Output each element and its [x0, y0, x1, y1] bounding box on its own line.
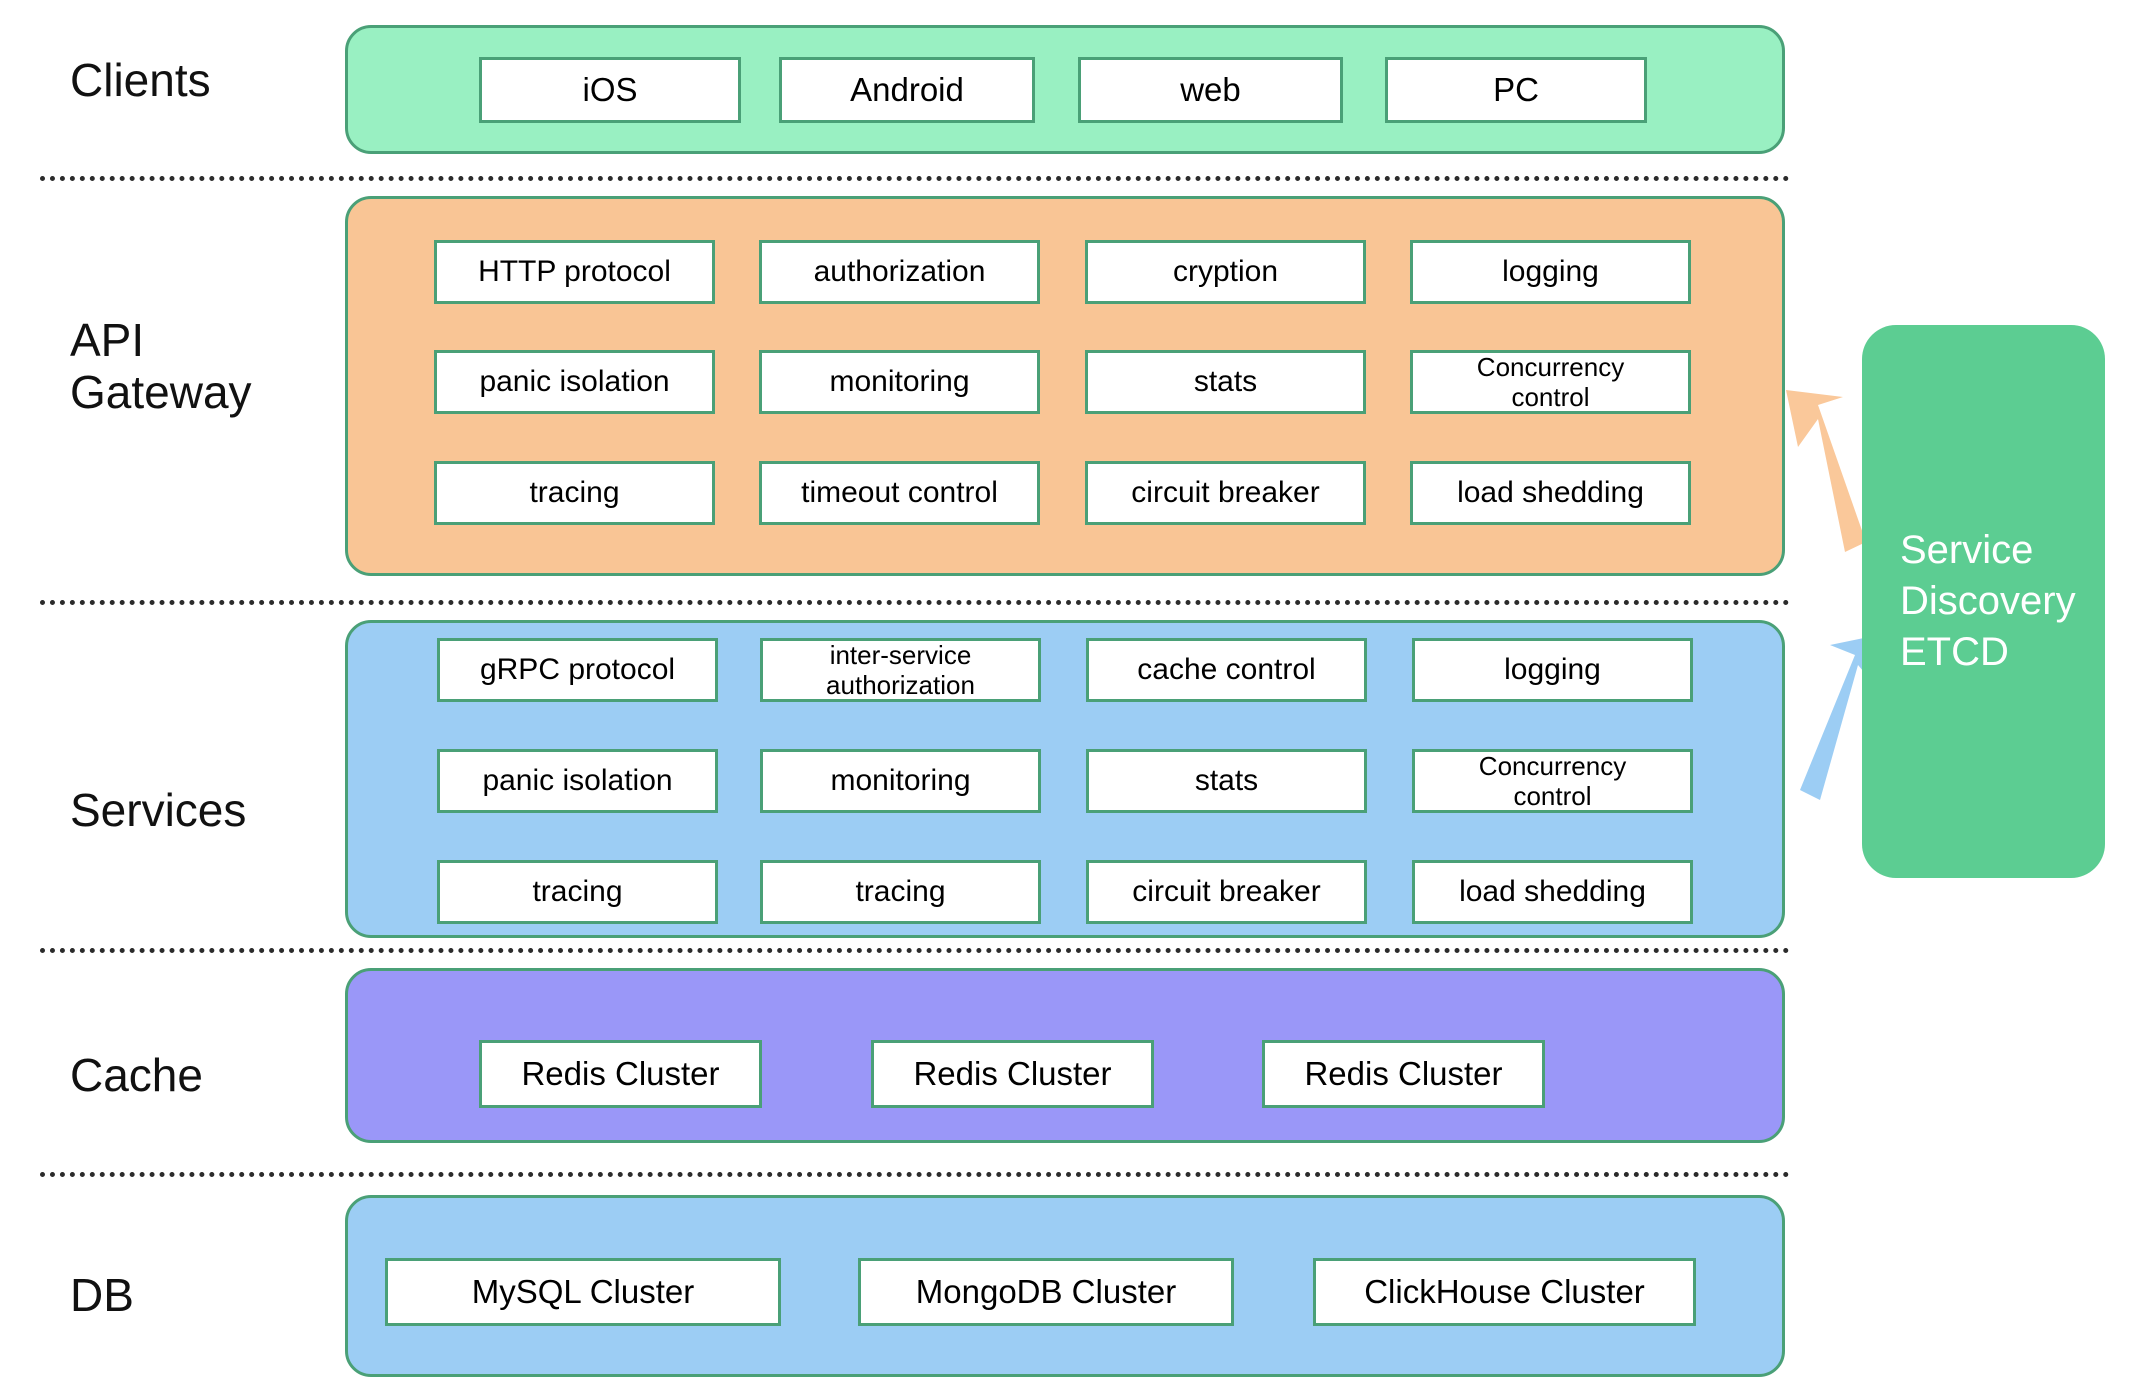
node-pc[interactable]: PC — [1385, 57, 1647, 123]
node-cryption[interactable]: cryption — [1085, 240, 1366, 304]
node-timeout-control[interactable]: timeout control — [759, 461, 1040, 525]
node-redis-cluster-2[interactable]: Redis Cluster — [871, 1040, 1154, 1108]
node-load-shedding-services[interactable]: load shedding — [1412, 860, 1693, 924]
separator-cache-db — [40, 1172, 1790, 1177]
separator-services-cache — [40, 948, 1790, 953]
node-logging-gateway[interactable]: logging — [1410, 240, 1691, 304]
node-mysql-cluster[interactable]: MySQL Cluster — [385, 1258, 781, 1326]
node-ios[interactable]: iOS — [479, 57, 741, 123]
service-discovery-panel[interactable]: Service Discovery ETCD — [1862, 325, 2105, 878]
node-circuit-breaker-gateway[interactable]: circuit breaker — [1085, 461, 1366, 525]
node-monitoring-gateway[interactable]: monitoring — [759, 350, 1040, 414]
node-android[interactable]: Android — [779, 57, 1035, 123]
arrow-gateway-to-service-discovery — [1786, 390, 1866, 552]
separator-gateway-services — [40, 600, 1790, 605]
node-concurrency-control-gateway[interactable]: Concurrency control — [1410, 350, 1691, 414]
node-redis-cluster-1[interactable]: Redis Cluster — [479, 1040, 762, 1108]
row-label-cache: Cache — [70, 1049, 203, 1101]
node-cache-control[interactable]: cache control — [1086, 638, 1367, 702]
node-stats-services[interactable]: stats — [1086, 749, 1367, 813]
node-load-shedding-gateway[interactable]: load shedding — [1410, 461, 1691, 525]
node-grpc-protocol[interactable]: gRPC protocol — [437, 638, 718, 702]
node-tracing-gateway[interactable]: tracing — [434, 461, 715, 525]
node-mongodb-cluster[interactable]: MongoDB Cluster — [858, 1258, 1234, 1326]
node-monitoring-services[interactable]: monitoring — [760, 749, 1041, 813]
node-redis-cluster-3[interactable]: Redis Cluster — [1262, 1040, 1545, 1108]
node-stats-gateway[interactable]: stats — [1085, 350, 1366, 414]
node-inter-service-authorization[interactable]: inter-service authorization — [760, 638, 1041, 702]
row-label-clients: Clients — [70, 54, 211, 106]
node-clickhouse-cluster[interactable]: ClickHouse Cluster — [1313, 1258, 1696, 1326]
node-panic-isolation-services[interactable]: panic isolation — [437, 749, 718, 813]
node-concurrency-control-services[interactable]: Concurrency control — [1412, 749, 1693, 813]
node-panic-isolation-gateway[interactable]: panic isolation — [434, 350, 715, 414]
row-label-db: DB — [70, 1269, 134, 1321]
node-tracing-services-2[interactable]: tracing — [760, 860, 1041, 924]
separator-clients-gateway — [40, 176, 1790, 181]
row-label-api-gateway: API Gateway — [70, 314, 252, 418]
row-label-services: Services — [70, 784, 247, 836]
node-circuit-breaker-services[interactable]: circuit breaker — [1086, 860, 1367, 924]
node-tracing-services-1[interactable]: tracing — [437, 860, 718, 924]
node-authorization[interactable]: authorization — [759, 240, 1040, 304]
node-http-protocol[interactable]: HTTP protocol — [434, 240, 715, 304]
node-web[interactable]: web — [1078, 57, 1343, 123]
node-logging-services[interactable]: logging — [1412, 638, 1693, 702]
